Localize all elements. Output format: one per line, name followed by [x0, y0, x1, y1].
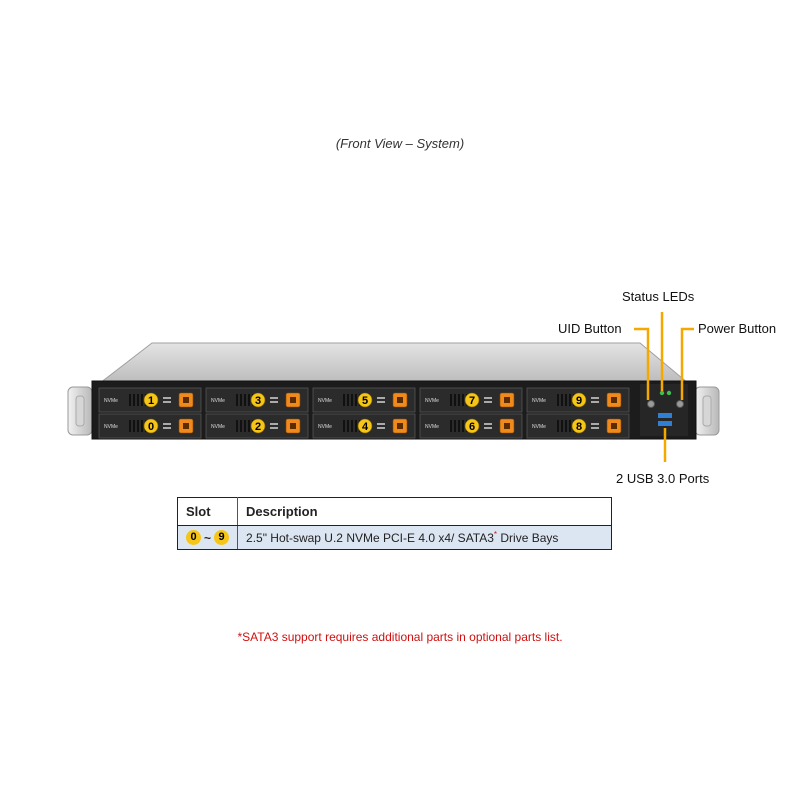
- drive-bay-3: NVMe 3: [205, 387, 309, 413]
- uid-button: [647, 400, 655, 408]
- uid-button-label: UID Button: [558, 321, 622, 336]
- tray-label: NVMe: [425, 424, 439, 430]
- footnote-marker: *: [493, 530, 498, 540]
- description-text: 2.5" Hot-swap U.2 NVMe PCI-E 4.0 x4/ SAT…: [246, 531, 494, 546]
- tray-label: NVMe: [104, 398, 118, 404]
- slot-to-badge: 9: [214, 530, 230, 546]
- description-cell: 2.5" Hot-swap U.2 NVMe PCI-E 4.0 x4/ SAT…: [237, 525, 612, 551]
- bay-number-badge: [464, 392, 480, 408]
- bay-number: 9: [576, 395, 582, 407]
- bay-number: 7: [469, 395, 475, 407]
- power-button-label: Power Button: [698, 321, 777, 336]
- bay-number: 0: [148, 421, 154, 433]
- drive-bay-4: NVMe 4: [312, 413, 416, 439]
- slot-header: Slot: [176, 497, 239, 526]
- bay-number-badge: [571, 418, 587, 434]
- tray-label: NVMe: [104, 424, 118, 430]
- table-row: 0~9 2.5" Hot-swap U.2 NVMe PCI-E 4.0 x4/…: [176, 525, 612, 551]
- usb-port: [658, 421, 672, 426]
- tray-label: NVMe: [318, 424, 332, 430]
- slot-from-badge: 0: [186, 530, 201, 546]
- description-suffix: Drive Bays: [497, 531, 559, 546]
- drive-bay-8: NVMe 8: [526, 413, 630, 439]
- tray-label: NVMe: [532, 398, 546, 404]
- rack-ear-left: [67, 386, 93, 436]
- bay-number-badge: [250, 418, 266, 434]
- drive-bay-2: NVMe 2: [205, 413, 309, 439]
- status-led: [659, 390, 665, 396]
- bay-number: 5: [362, 395, 368, 407]
- uid-button-callout: [634, 327, 650, 400]
- power-button-callout: [680, 327, 694, 400]
- status-leds-label: Status LEDs: [622, 289, 695, 304]
- drive-bay-6: NVMe 6: [419, 413, 523, 439]
- bay-number-badge: [571, 392, 587, 408]
- bay-number: 2: [255, 421, 261, 433]
- drive-bay-7: NVMe 7: [419, 387, 523, 413]
- bay-number: 1: [148, 395, 154, 407]
- bay-number-badge: [357, 418, 373, 434]
- tray-label: NVMe: [211, 398, 225, 404]
- drive-bay-0: NVMe 0: [98, 413, 202, 439]
- rack-ear-right: [694, 386, 720, 436]
- bay-number: 4: [362, 421, 369, 433]
- tray-label: NVMe: [211, 424, 225, 430]
- bay-number-badge: [143, 392, 159, 408]
- tray-label: NVMe: [425, 398, 439, 404]
- figure-caption: (Front View – System): [335, 136, 465, 151]
- bay-number-badge: [357, 392, 373, 408]
- chassis-top: [98, 342, 690, 384]
- usb-port: [658, 413, 672, 418]
- bay-number: 6: [469, 421, 475, 433]
- status-led: [666, 390, 672, 396]
- slot-range-separator: ~: [204, 530, 212, 545]
- drive-bay-5: NVMe 5: [312, 387, 416, 413]
- slot-cell: 0~9: [176, 525, 239, 551]
- drive-bay-9: NVMe 9: [526, 387, 630, 413]
- callout-lines: [634, 312, 694, 462]
- bay-number-badge: [143, 418, 159, 434]
- power-button: [676, 400, 684, 408]
- tray-label: NVMe: [318, 398, 332, 404]
- bay-number: 8: [576, 421, 582, 433]
- description-header: Description: [237, 497, 612, 526]
- footnote: *SATA3 support requires additional parts…: [237, 630, 563, 644]
- tray-label: NVMe: [532, 424, 546, 430]
- bay-number-badge: [250, 392, 266, 408]
- slot-table: Slot Description 0~9 2.5" Hot-swap U.2 N…: [176, 497, 612, 551]
- usb-ports-label: 2 USB 3.0 Ports: [616, 471, 710, 486]
- bay-number-badge: [464, 418, 480, 434]
- bay-number: 3: [255, 395, 261, 407]
- drive-bay-1: NVMe 1: [98, 387, 202, 413]
